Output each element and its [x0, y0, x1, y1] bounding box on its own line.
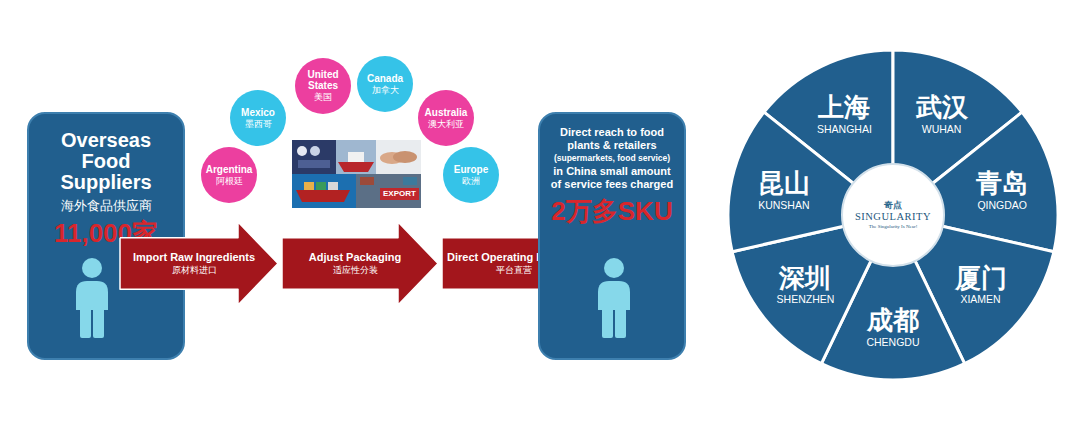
container — [328, 182, 338, 190]
node-text: The Singularity Is Near! — [869, 224, 918, 230]
logo-circle: 奇点SINGULARITYThe Singularity Is Near! — [841, 163, 945, 267]
text-holder: Europe欧洲 — [443, 147, 499, 203]
flow-arrow: Adjust Packaging适应性分装 — [282, 222, 438, 305]
text-holder: Overseas Food Suppliers海外食品供应商11,000家 — [29, 130, 183, 249]
node-text: 奇点 — [884, 200, 902, 211]
node-text: SHANGHAI — [817, 123, 872, 136]
collage-detail — [297, 146, 307, 156]
supplier-box: Overseas Food Suppliers海外食品供应商11,000家 — [27, 112, 185, 360]
flow-arrow: Import Raw Ingredients原材料进口 — [120, 222, 278, 305]
text-holder: Australia澳大利亚 — [418, 90, 474, 146]
node-text: Direct reach to food plants & retailers — [547, 126, 677, 152]
node-text: CHENGDU — [866, 336, 919, 349]
node-text: SINGULARITY — [855, 211, 931, 224]
text-holder: 深圳SHENZHEN — [777, 264, 835, 306]
country-circle: Australia澳大利亚 — [418, 90, 474, 146]
ship-deck — [348, 152, 364, 162]
text-holder: 奇点SINGULARITYThe Singularity Is Near! — [843, 165, 943, 265]
node-text: 原材料进口 — [172, 265, 217, 276]
container — [360, 177, 374, 185]
text-holder: Canada加拿大 — [357, 56, 413, 112]
arrow-shape — [120, 222, 278, 305]
text-holder: Mexico墨西哥 — [230, 90, 286, 146]
node-text: 海外食品供应商 — [61, 198, 152, 214]
node-text: 欧洲 — [462, 176, 480, 186]
node-text: XIAMEN — [960, 293, 1000, 306]
text-holder: 厦门XIAMEN — [955, 264, 1007, 306]
customer-box: Direct reach to food plants & retailers(… — [538, 112, 686, 360]
node-text: 适应性分装 — [333, 265, 378, 276]
node-text: QINGDAO — [977, 199, 1027, 212]
collage-tile — [292, 174, 356, 208]
person-icon — [598, 258, 630, 338]
node-text: WUHAN — [922, 123, 962, 136]
node-text: Europe — [454, 164, 488, 175]
collage-detail — [310, 146, 320, 156]
node-text: 澳大利亚 — [428, 119, 464, 129]
node-text: United States — [299, 69, 347, 91]
container — [403, 177, 417, 185]
arrow-shape — [282, 222, 438, 305]
node-text: 武汉 — [916, 93, 968, 122]
text-holder: Argentina阿根廷 — [201, 147, 257, 203]
node-text: Argentina — [206, 164, 253, 175]
collage-tile — [356, 174, 421, 208]
node-text: Mexico — [241, 107, 275, 118]
country-circle: United States美国 — [295, 58, 351, 114]
node-text: Overseas Food Suppliers — [44, 130, 168, 193]
node-text: 厦门 — [955, 264, 1007, 293]
node-text: in China small amount of service fees ch… — [547, 165, 677, 191]
country-circle: Argentina阿根廷 — [201, 147, 257, 203]
node-text: 2万多SKU — [551, 196, 672, 227]
container — [316, 182, 326, 190]
collage-detail — [298, 160, 330, 168]
text-holder: 成都CHENGDU — [866, 306, 919, 348]
ship-hull — [296, 190, 350, 202]
text-holder: 昆山KUNSHAN — [758, 169, 810, 211]
text-holder: 上海SHANGHAI — [817, 93, 872, 135]
node-text: 上海 — [818, 93, 870, 122]
node-text: 青岛 — [976, 169, 1028, 198]
node-text: KUNSHAN — [758, 199, 809, 212]
arrow-outline — [120, 222, 278, 305]
arrow-outline — [282, 222, 438, 305]
country-circle: Europe欧洲 — [443, 147, 499, 203]
node-text: 美国 — [314, 92, 332, 102]
node-text: SHENZHEN — [777, 293, 835, 306]
text-holder: 青岛QINGDAO — [976, 169, 1028, 211]
node-text: 成都 — [867, 306, 919, 335]
node-text: 平台直营 — [496, 265, 532, 276]
text-holder: Direct reach to food plants & retailers(… — [540, 126, 684, 227]
node-text: 加拿大 — [372, 85, 399, 95]
person-icon — [76, 258, 108, 338]
country-circle: Mexico墨西哥 — [230, 90, 286, 146]
node-text: 昆山 — [758, 169, 810, 198]
node-text: 深圳 — [779, 264, 831, 293]
node-text: Canada — [367, 73, 403, 84]
country-circle: Canada加拿大 — [357, 56, 413, 112]
handshake — [393, 151, 417, 163]
text-holder: Adjust Packaging适应性分装 — [286, 222, 424, 305]
ship-hull — [338, 162, 374, 172]
text-holder: 武汉WUHAN — [916, 93, 968, 135]
collage-tile — [336, 140, 376, 174]
node-text: (supermarkets, food service) — [554, 153, 670, 163]
collage-tile — [376, 140, 421, 174]
node-text: Adjust Packaging — [309, 251, 401, 264]
node-text: Import Raw Ingredients — [133, 251, 255, 264]
container — [304, 182, 314, 190]
node-text: 阿根廷 — [216, 176, 243, 186]
collage-tile — [292, 140, 336, 174]
collage-frame — [292, 140, 421, 208]
node-text: Australia — [425, 107, 468, 118]
text-holder: United States美国 — [295, 58, 351, 114]
node-text: 墨西哥 — [245, 119, 272, 129]
text-holder: Import Raw Ingredients原材料进口 — [124, 222, 264, 305]
sign-text: EXPORT — [380, 188, 419, 200]
